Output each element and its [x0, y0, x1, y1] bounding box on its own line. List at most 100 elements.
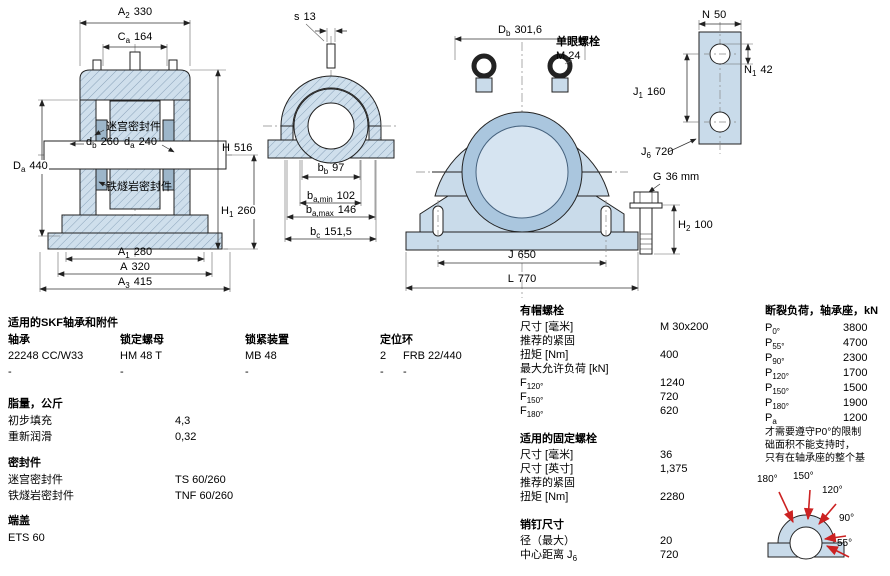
row-value: 4,3	[175, 415, 191, 427]
row-value: 400	[660, 349, 679, 361]
dim-value: 440	[29, 160, 48, 172]
row-label: 最大允许负荷 [kN]	[520, 363, 609, 375]
angle-label-120: 120°	[822, 485, 843, 496]
dim-sub: 120°	[772, 372, 789, 382]
seals-section-title: 密封件	[8, 457, 41, 469]
dim-base: F	[520, 391, 527, 403]
dim-sub: c	[316, 231, 321, 241]
angle-label-90: 90°	[839, 513, 855, 524]
dim-sub: a	[130, 141, 135, 151]
load-f150-row: F150°720	[520, 391, 678, 406]
row-label: P150°	[765, 382, 789, 397]
dim-value: 151,5	[324, 226, 352, 238]
eye-bolt-label: 单眼螺栓	[556, 36, 600, 48]
row-label: 扭矩 [Nm]	[520, 491, 569, 503]
dim-base: J	[508, 249, 514, 261]
dim-base: b	[306, 190, 314, 202]
bearing-designation: 22248 CC/W33	[8, 350, 84, 362]
dim-base: d	[86, 136, 93, 148]
load-direction-arrows	[778, 489, 850, 558]
load-p90-row: P90°2300	[765, 352, 867, 367]
cap-bolt-size-row: 尺寸 [毫米]M 30x200	[520, 321, 708, 334]
dim-sub: 6	[646, 151, 651, 161]
row-label: 推荐的紧固	[520, 335, 575, 347]
dim-sub: a	[20, 165, 26, 175]
locknut-col-header: 锁定螺母	[120, 334, 164, 346]
dim-value: 320	[131, 261, 150, 273]
dim-sub: 150°	[526, 396, 544, 406]
row-value: M 30x200	[660, 321, 709, 333]
dim-value: 164	[134, 31, 153, 43]
row-value: 720	[660, 549, 679, 561]
row-value: 2280	[660, 491, 685, 503]
attachment-bolt-size-mm-row: 尺寸 [毫米]36	[520, 449, 672, 462]
row-value: 20	[660, 535, 673, 547]
dim-sub: b	[92, 141, 97, 151]
row-label: 迷宫密封件	[8, 474, 63, 486]
side-section-drawing	[263, 23, 399, 242]
locating-ring-dash2: -	[403, 366, 407, 378]
dim-base: A	[117, 6, 126, 18]
load-f120-row: F120°1240	[520, 377, 684, 392]
dim-value: 260	[237, 205, 256, 217]
dim-base: A	[117, 246, 126, 258]
dim-value: 100	[694, 219, 713, 231]
dim-value: 42	[760, 64, 773, 76]
locking-device-designation: MB 48	[245, 350, 277, 362]
dim-sub: 55°	[772, 342, 785, 352]
dim-sub: 120°	[526, 382, 544, 392]
row-label: 扭矩 [Nm]	[520, 349, 569, 361]
dim-sub: 90°	[772, 357, 785, 367]
locking-device-dash: -	[245, 366, 249, 378]
row-label: P90°	[765, 352, 785, 367]
dim-base: D	[498, 24, 506, 36]
dim-sub: 1	[228, 210, 234, 220]
dim-base: b	[305, 204, 312, 216]
load-p120-row: P120°1700	[765, 367, 867, 382]
end-cover-section-title: 端盖	[8, 515, 30, 527]
dim-base: N	[702, 9, 710, 21]
locating-ring-col-header: 定位环	[380, 334, 413, 346]
angle-label-180: 180°	[757, 474, 778, 485]
dim-base: P	[765, 352, 773, 364]
dim-value: 50	[713, 9, 727, 21]
pin-diameter-row: 径（最大）20	[520, 535, 672, 548]
locknut-dash: -	[120, 366, 124, 378]
dim-base: H	[221, 205, 229, 217]
dim-value: 415	[133, 276, 153, 288]
dim-sub: 1	[751, 69, 757, 79]
top-view-drawing	[683, 20, 753, 154]
row-value: 36	[660, 449, 673, 461]
dim-base: d	[124, 136, 131, 148]
dim-value: 770	[517, 273, 537, 285]
housing-icon	[767, 514, 845, 560]
dim-value: 13	[303, 11, 316, 23]
dim-value: 650	[517, 249, 536, 261]
attachment-bolt-torque-caption-row: 推荐的紧固	[520, 477, 575, 490]
attachment-bolt-drawing	[629, 183, 680, 255]
load-direction-diagram	[767, 489, 850, 560]
dim-sub: 150°	[772, 387, 789, 397]
cross-section-drawing	[38, 20, 258, 292]
dim-base: A	[120, 261, 128, 273]
row-value: TS 60/260	[175, 474, 226, 486]
dim-sub: 180°	[772, 402, 789, 412]
end-cover-designation: ETS 60	[8, 532, 45, 544]
locking-device-col-header: 锁紧装置	[245, 334, 289, 346]
labyrinth-seal-label: 迷宫密封件	[106, 121, 161, 133]
